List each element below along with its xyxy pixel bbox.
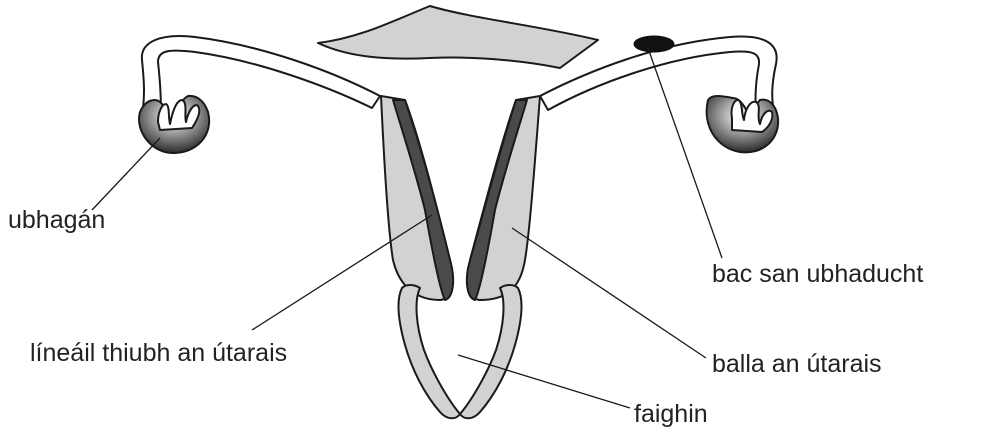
label-vagina: faighin xyxy=(634,400,708,428)
vagina-left xyxy=(398,285,460,418)
label-blocked-tube: bac san ubhaducht xyxy=(712,260,923,288)
leader-ovary xyxy=(92,138,160,210)
label-ovary: ubhagán xyxy=(8,206,105,234)
label-uterine-wall: balla an útarais xyxy=(712,350,882,378)
leader-uterine-wall xyxy=(512,228,706,358)
tube-blockage xyxy=(634,36,674,52)
vagina-right xyxy=(460,285,522,418)
label-endometrium: líneáil thiubh an útarais xyxy=(30,339,287,367)
leader-blocked-tube xyxy=(648,48,722,258)
uterine-fundus xyxy=(318,6,598,68)
